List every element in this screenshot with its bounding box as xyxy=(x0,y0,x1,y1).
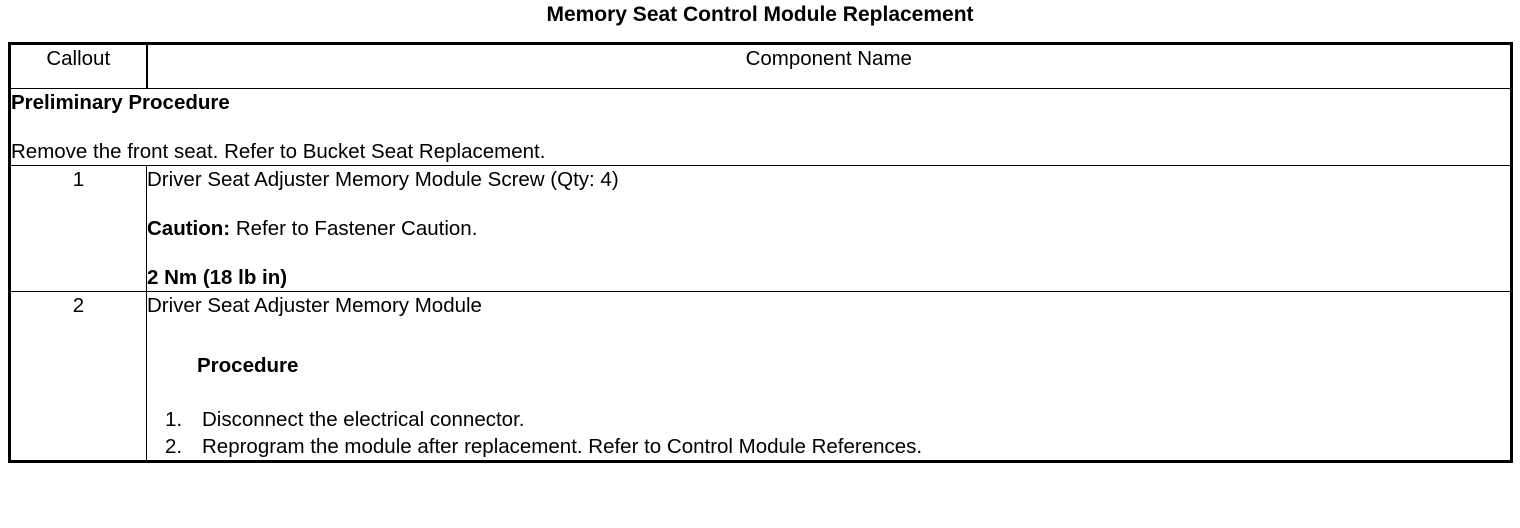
list-item: 2. Reprogram the module after replacemen… xyxy=(147,433,1510,460)
torque-spec: 2 Nm (18 lb in) xyxy=(147,266,288,289)
procedure-heading: Procedure xyxy=(197,354,299,377)
table-header-row: Callout Component Name xyxy=(9,43,1512,89)
callout-number-2: 2 xyxy=(9,291,147,462)
caution-text: Refer to Fastener Caution. xyxy=(230,217,478,240)
step-text: Reprogram the module after replacement. … xyxy=(202,435,923,458)
spacer xyxy=(147,379,1510,401)
component-cell-1: Driver Seat Adjuster Memory Module Screw… xyxy=(146,165,1512,292)
spacer xyxy=(147,341,1510,352)
callout-number-1: 1 xyxy=(9,165,147,292)
preliminary-procedure-heading: Preliminary Procedure xyxy=(11,91,230,114)
component-name-text: Driver Seat Adjuster Memory Module xyxy=(147,294,482,317)
table-row-preliminary: Preliminary Procedure Remove the front s… xyxy=(9,88,1512,166)
table-header: Callout Component Name xyxy=(9,43,1512,89)
spacer xyxy=(147,319,1510,341)
preliminary-procedure-text: Remove the front seat. Refer to Bucket S… xyxy=(11,140,546,163)
spacer xyxy=(147,242,1510,264)
step-number: 1. xyxy=(165,408,183,431)
procedure-table: Callout Component Name Preliminary Proce… xyxy=(8,42,1513,463)
procedure-table-container: Callout Component Name Preliminary Proce… xyxy=(8,42,1513,463)
column-header-component-name: Component Name xyxy=(146,43,1512,89)
component-cell-2: Driver Seat Adjuster Memory Module Proce… xyxy=(146,291,1512,462)
spacer xyxy=(147,193,1510,215)
list-item: 1. Disconnect the electrical connector. xyxy=(147,406,1510,433)
page-title: Memory Seat Control Module Replacement xyxy=(546,3,974,26)
component-name-text: Driver Seat Adjuster Memory Module Screw… xyxy=(147,168,619,191)
caution-label: Caution: xyxy=(147,217,231,240)
table-row: 1 Driver Seat Adjuster Memory Module Scr… xyxy=(9,165,1512,292)
step-number: 2. xyxy=(165,435,183,458)
spacer xyxy=(11,116,1510,138)
procedure-step-list: 1. Disconnect the electrical connector. … xyxy=(147,406,1510,460)
preliminary-procedure-cell: Preliminary Procedure Remove the front s… xyxy=(9,88,1512,166)
step-text: Disconnect the electrical connector. xyxy=(202,408,525,431)
table-row: 2 Driver Seat Adjuster Memory Module Pro… xyxy=(9,291,1512,462)
table-body: Preliminary Procedure Remove the front s… xyxy=(9,88,1512,462)
caution-note: Caution: Refer to Fastener Caution. xyxy=(147,215,1510,242)
column-header-callout: Callout xyxy=(9,43,148,89)
